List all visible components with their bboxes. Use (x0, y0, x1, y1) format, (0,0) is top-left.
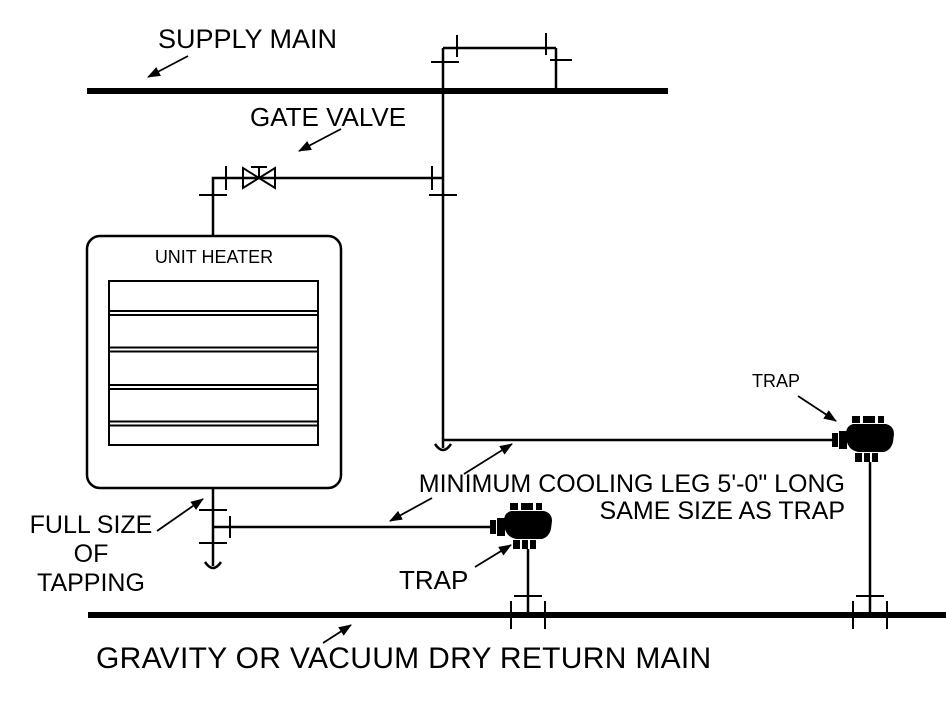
full-size-line-2: OF (73, 539, 109, 568)
cooling-leg-label: MINIMUM COOLING LEG 5'-0" LONG SAME SIZE… (345, 471, 845, 525)
return-main-leader-arrow (322, 624, 352, 644)
heater-supply-branch (199, 166, 443, 236)
supply-main-label: SUPPLY MAIN (158, 24, 338, 54)
unit-heater-cabinet (85, 234, 343, 490)
steam-trap-icon-upper (832, 416, 894, 462)
unit-heater-label: UNIT HEATER (154, 247, 274, 267)
steam-trap-icon-lower (490, 503, 552, 549)
full-size-leader-arrow (156, 498, 204, 532)
gate-valve-label: GATE VALVE (250, 102, 407, 132)
trap-lower-label: TRAP (399, 565, 469, 595)
supply-main-leader-arrow (147, 55, 189, 78)
upper-trap-drop-pipe (852, 462, 888, 629)
cooling-leg-lower-leader-arrow (389, 497, 433, 522)
supply-takeoff-loop (431, 33, 572, 88)
trap-lower-leader-arrow (474, 544, 512, 568)
cooling-leg-line-1: MINIMUM COOLING LEG 5'-0" LONG (418, 470, 845, 498)
cooling-leg-upper-leader-arrow (463, 443, 513, 475)
trap-upper-leader-arrow (797, 395, 837, 422)
lower-cooling-leg-pipe (213, 516, 490, 538)
full-size-of-tapping-label: FULL SIZE OF TAPPING (12, 511, 170, 597)
lower-trap-drop-pipe (510, 549, 546, 629)
return-main-label: GRAVITY OR VACUUM DRY RETURN MAIN (96, 642, 712, 675)
riser-drip-hook (433, 440, 453, 452)
full-size-line-3: TAPPING (37, 568, 145, 597)
trap-upper-label: TRAP (752, 371, 801, 391)
heater-louvers (109, 310, 318, 427)
gate-valve-symbol (242, 166, 276, 190)
full-size-line-1: FULL SIZE (29, 511, 153, 539)
cooling-leg-line-2: SAME SIZE AS TRAP (599, 496, 845, 525)
gate-valve-leader-arrow (298, 128, 342, 152)
